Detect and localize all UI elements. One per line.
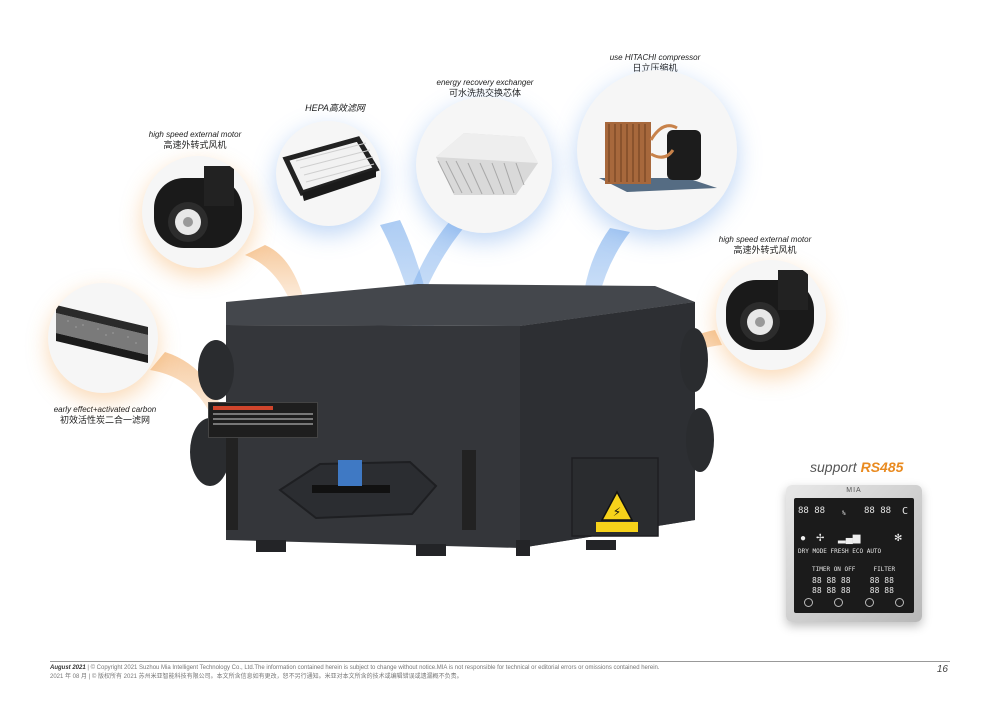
left-duct [198, 340, 234, 400]
instruction-plate [208, 402, 318, 438]
bubble-carbon-filter [48, 283, 158, 393]
label-carbon-filter: early effect+activated carbon 初效活性炭二合一滤网 [53, 405, 157, 425]
control-panel: MIA 88 88 % 88 88 C ● ✢ ▂▄▆ ✻ DRY MODE F… [786, 485, 922, 622]
panel-button-1[interactable] [804, 598, 813, 607]
label-exchanger: energy recovery exchanger 可水洗热交换芯体 [436, 78, 534, 98]
snowflake-icon: ✻ [894, 533, 903, 544]
label-motor-left: high speed external motor 高速外转式风机 [148, 130, 242, 150]
fan-icon: ✢ [816, 533, 825, 544]
page-number: 16 [936, 664, 948, 675]
motor-left-image [154, 166, 242, 248]
bubble-motor-right [716, 260, 826, 370]
bubble-motor-left [142, 156, 254, 268]
humidity-unit: % [842, 510, 846, 517]
footer-line-en: August 2021 | © Copyright 2021 Suzhou Mi… [50, 665, 660, 671]
motor-right-image [726, 270, 814, 350]
panel-brand: MIA [846, 487, 862, 494]
panel-button-3[interactable] [865, 598, 874, 607]
panel-button-4[interactable] [895, 598, 904, 607]
bubble-exchanger [416, 97, 552, 233]
drop-icon: ● [800, 533, 807, 544]
footer-divider [50, 661, 950, 662]
right-duct [680, 328, 708, 392]
carbon-filter-image [56, 305, 148, 363]
footer: August 2021 | © Copyright 2021 Suzhou Mi… [50, 664, 660, 682]
label-compressor: use HITACHI compressor 日立压缩机 [609, 53, 701, 73]
compressor-image [599, 122, 717, 192]
panel-screen: 88 88 % 88 88 C ● ✢ ▂▄▆ ✻ DRY MODE FRESH… [794, 498, 914, 613]
bubble-hepa [276, 121, 381, 226]
label-motor-right: high speed external motor 高速外转式风机 [718, 235, 812, 255]
rs485-title: support RS485 [810, 459, 904, 475]
hepa-filter-image [282, 136, 380, 201]
label-hepa: HEPA高效滤网 [305, 103, 365, 113]
warning-icon [600, 490, 634, 521]
bubble-compressor [577, 70, 737, 230]
panel-button-2[interactable] [834, 598, 843, 607]
temp-unit: C [902, 506, 909, 517]
footer-line-cn: 2021 年 08 月 | © 版权所有 2021 苏州米亚智能科技有限公司。本… [50, 674, 463, 680]
exchanger-image [436, 133, 538, 195]
signal-icon: ▂▄▆ [838, 533, 861, 544]
svg-text:⚡: ⚡ [613, 505, 621, 519]
